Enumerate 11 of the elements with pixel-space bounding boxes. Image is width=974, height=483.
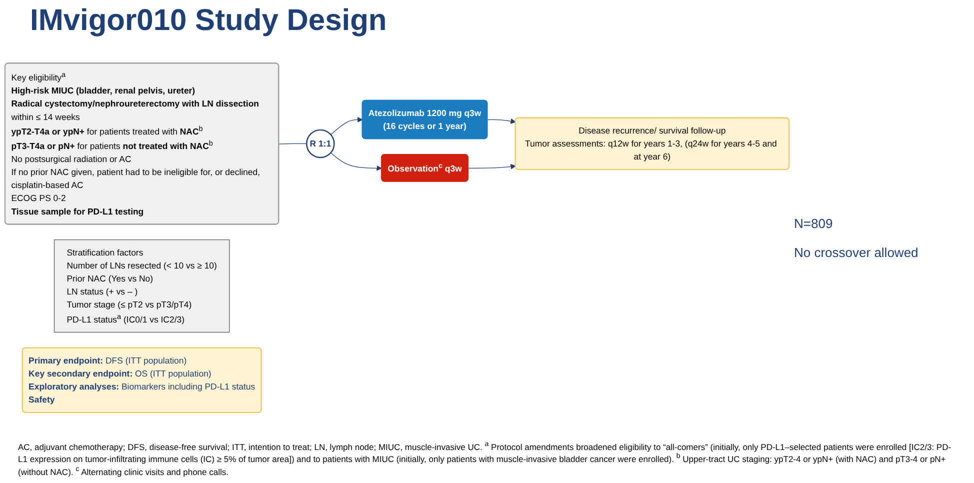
node-circle: R 1:1 [306,129,335,158]
arrow [468,164,516,170]
note-text: No crossover allowed [794,244,920,260]
arrow [330,152,382,171]
slide-title: IMvigor010 Study Design [30,4,388,38]
connector [278,143,307,144]
note-text: N=809 [794,216,834,231]
node-box: Stratification factors Number of LNs resected (< 10 vs ≥ 10) Prior NAC (Yes vs No) LN status (+ vs – ) Tumor stage (≤ pT2 vs pT3/pT4) PD-L1 status$^{a}$ (IC0/1 vs IC2/3) [54,239,230,333]
arrow [487,118,516,124]
footnote: AC, adjuvant chemotherapy; DFS, disease-free survival; ITT, intention to treat; LN, lymph node; MIUC, muscle-invasive UC. $^{a}$ Protocol amendments broadened eligibility to “all-comers” (initially, only PD-L1–selected patients were enrolled [IC2/3: PD-L1 expression on tumor-infiltrating immune cells (IC) ≥ 5% of tumor area]) and to patients with MIUC (initially, only patients with muscle-invasive bladder cancer were enrolled). $^{b}$ Upper-tract UC staging: ypT2-4 or ypN+ (with NAC) and pT3-4 or pN+ (without NAC). $^{c}$ Alternating clinic visits and phone calls. [18,440,952,477]
arrow [330,116,363,135]
